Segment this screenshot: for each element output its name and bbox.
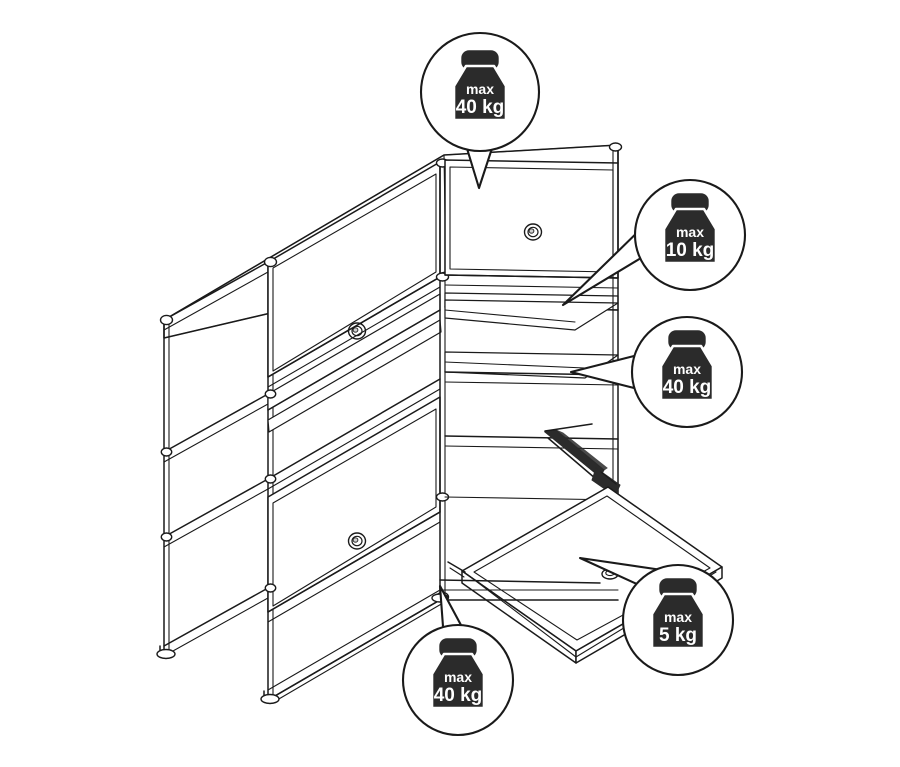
left-bay-front — [267, 161, 442, 701]
door-knob[interactable] — [347, 532, 367, 550]
callout-max-label: max — [673, 361, 701, 377]
door-knob[interactable] — [523, 223, 543, 241]
callout-max-label: max — [466, 81, 494, 97]
callout-value-label: 40 kg — [456, 97, 505, 118]
hinge-stay-hardware — [543, 423, 621, 497]
callout-max-label: max — [676, 224, 704, 240]
glide-foot — [260, 690, 280, 705]
callout-value-label: 40 kg — [434, 685, 483, 706]
bottom-rails — [267, 599, 444, 704]
lower-base-shelf — [439, 579, 619, 601]
callout-value-label: 10 kg — [666, 240, 715, 261]
glide-foot — [156, 645, 176, 660]
callout-max-label: max — [444, 669, 472, 685]
callout-base-shelf: max 40 kg — [401, 623, 515, 737]
callout-upper-shelf: max 10 kg — [633, 178, 747, 292]
callout-open-door: max 5 kg — [621, 563, 735, 677]
callout-value-label: 5 kg — [659, 625, 697, 646]
callout-max-label: max — [664, 609, 692, 625]
callout-value-label: 40 kg — [663, 377, 712, 398]
callout-top-surface: max 40 kg — [419, 31, 541, 153]
callout-middle-shelf: max 40 kg — [630, 315, 744, 429]
